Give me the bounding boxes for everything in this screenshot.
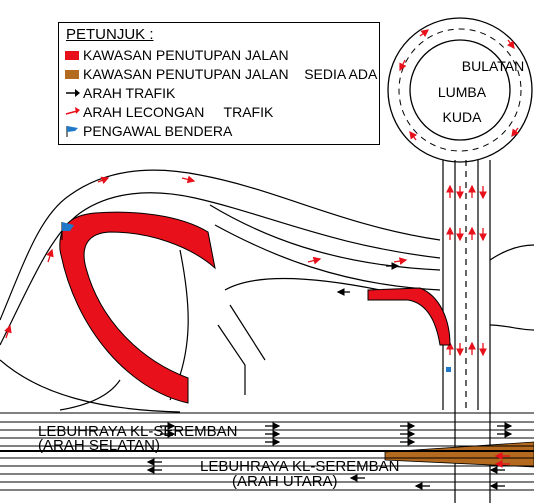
highway-north-name: LEBUHRAYA KL-SEREMBAN: [200, 458, 400, 475]
highway-red-arrows: [494, 452, 510, 468]
legend-item-diversion: ARAH LECONGAN TRAFIK: [65, 104, 273, 120]
legend-label-existing-closure: KAWASAN PENUTUPAN JALAN SEDIA ADA: [83, 66, 378, 82]
legend-item-existing-closure: KAWASAN PENUTUPAN JALAN SEDIA ADA: [65, 66, 377, 82]
legend-item-traffic-direction: ARAH TRAFIK: [65, 85, 175, 101]
ramp-black-arrows: [336, 262, 400, 296]
roundabout-label-2: LUMBA: [438, 84, 487, 100]
connector-road: [442, 160, 491, 503]
blue-flag-icon: [66, 126, 78, 137]
legend-label-traffic-direction: ARAH TRAFIK: [83, 85, 176, 101]
flag-marker-left: [61, 222, 74, 240]
roundabout-label-1: BULATAN: [462, 58, 525, 74]
legend-label-closure: KAWASAN PENUTUPAN JALAN: [83, 47, 289, 63]
brown-swatch-icon: [65, 69, 79, 79]
legend-label-flagman: PENGAWAL BENDERA: [83, 123, 233, 139]
legend-title: PETUNJUK :: [66, 26, 154, 43]
red-arrow-icon: [65, 107, 80, 115]
roundabout: [387, 17, 533, 163]
ramp-arrows: [4, 175, 408, 339]
highway-south-name: LEBUHRAYA KL-SEREMBAN: [38, 423, 238, 440]
legend-label-diversion: ARAH LECONGAN TRAFIK: [83, 104, 274, 120]
roundabout-arrows: [399, 29, 520, 141]
legend-item-closure: KAWASAN PENUTUPAN JALAN: [65, 47, 289, 63]
black-arrow-icon: [66, 89, 80, 97]
highway-north-direction: (ARAH UTARA): [232, 473, 338, 490]
highway-lanes: [0, 412, 534, 491]
closure-zone-ramp: [367, 287, 451, 346]
highway-south-direction: (ARAH SELATAN): [38, 437, 160, 454]
legend: PETUNJUK : KAWASAN PENUTUPAN JALAN KAWAS…: [58, 22, 380, 145]
highway-south-arrows: [160, 422, 513, 446]
roundabout-label-3: KUDA: [443, 109, 483, 125]
closure-zone-loop: [59, 211, 216, 404]
highway-north-arrows: [146, 458, 505, 490]
legend-item-flagman: PENGAWAL BENDERA: [65, 123, 232, 139]
flag-marker-right: [446, 367, 451, 372]
red-swatch-icon: [65, 50, 79, 60]
